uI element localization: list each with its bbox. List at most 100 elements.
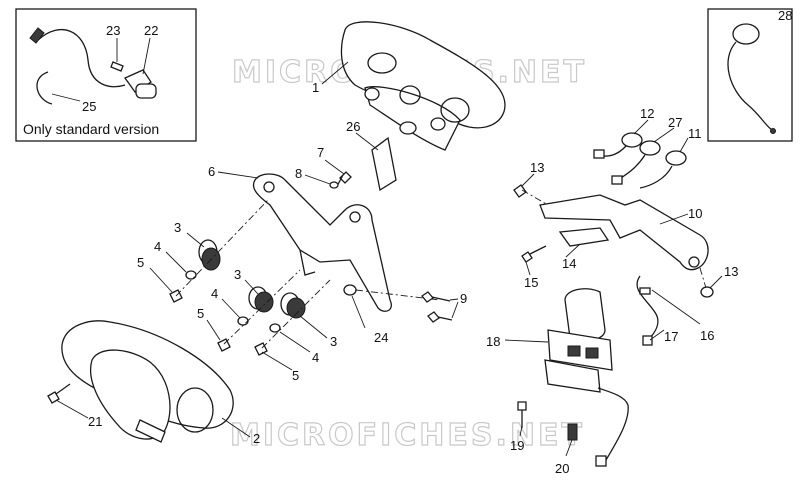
leader-12 xyxy=(633,119,649,135)
callout-5b: 5 xyxy=(197,306,204,321)
bracket-6-hole-b xyxy=(349,211,361,223)
unit-18-cable xyxy=(597,387,629,461)
leader-15 xyxy=(525,261,531,276)
housing-hole-a xyxy=(367,52,397,74)
sensor-cable xyxy=(37,29,126,88)
part-18-control-unit: 18 xyxy=(486,288,629,467)
grommet-3c-ring xyxy=(286,297,306,319)
leader-3c xyxy=(299,315,328,339)
housing-hole-c xyxy=(399,85,421,105)
callout-15: 15 xyxy=(524,275,538,290)
washer-4b xyxy=(237,316,249,326)
bulb-27 xyxy=(639,140,661,156)
callout-7: 7 xyxy=(317,145,324,160)
leader-21 xyxy=(55,399,89,419)
callout-16: 16 xyxy=(700,328,714,343)
sensor-connector xyxy=(29,27,45,44)
leader-5b xyxy=(206,319,221,341)
unit-18-terminal-b xyxy=(585,347,599,359)
housing-base xyxy=(364,86,461,151)
watermark-bottom: MICROFICHES.NET xyxy=(230,418,585,453)
inset-28-frame xyxy=(707,8,793,142)
leader-19 xyxy=(519,425,523,437)
callout-23: 23 xyxy=(106,23,120,38)
bracket-26 xyxy=(371,136,397,192)
axis-lower-right xyxy=(261,279,331,349)
callout-11: 11 xyxy=(688,126,702,141)
unit-18-top xyxy=(564,288,606,342)
bulb-11-wire xyxy=(639,165,673,189)
callout-10: 10 xyxy=(688,206,702,221)
screw-9b-shank xyxy=(437,316,453,321)
screw-15-shank xyxy=(529,245,547,255)
callout-20: 20 xyxy=(555,461,569,476)
screw-23 xyxy=(110,61,124,72)
callout-22: 22 xyxy=(144,23,158,38)
part-28-wire xyxy=(727,41,773,131)
bulb-27-plug xyxy=(611,175,623,185)
leader-13a xyxy=(521,173,535,187)
shell-lamp xyxy=(176,387,214,433)
leader-25 xyxy=(51,93,81,102)
axis-13b xyxy=(699,267,707,289)
callout-4c: 4 xyxy=(312,350,319,365)
support-10-body xyxy=(539,194,709,271)
leader-18 xyxy=(504,339,549,343)
callout-5c: 5 xyxy=(292,368,299,383)
screw-20 xyxy=(567,423,578,441)
callout-5a: 5 xyxy=(137,255,144,270)
part-11-12-27-bulbs: 12 27 11 xyxy=(593,106,702,189)
connector-17 xyxy=(642,335,653,346)
screw-19-head xyxy=(517,401,527,411)
callout-19: 19 xyxy=(510,438,524,453)
leader-4c xyxy=(279,331,311,353)
leader-13b xyxy=(709,275,723,289)
callout-9: 9 xyxy=(460,291,467,306)
inset-part-28: 28 xyxy=(707,8,793,142)
unit-18-plug xyxy=(595,455,607,467)
callout-28: 28 xyxy=(778,8,792,23)
callout-3a: 3 xyxy=(174,220,181,235)
leader-4b xyxy=(221,298,241,319)
leader-17 xyxy=(649,329,665,341)
clip-25 xyxy=(36,71,53,105)
grommet-stack-upper: 3 4 5 xyxy=(137,199,269,303)
inset-standard-version: 23 22 25 Only standard version xyxy=(15,8,197,142)
part-15-screw: 15 xyxy=(521,245,547,290)
screw-9b xyxy=(427,311,440,323)
part-6-bracket: 6 xyxy=(208,164,392,312)
leader-24 xyxy=(351,295,366,329)
leader-20 xyxy=(565,439,573,457)
leader-7 xyxy=(324,159,345,175)
axis-upper xyxy=(175,199,269,297)
callout-13a: 13 xyxy=(530,160,544,175)
callout-18: 18 xyxy=(486,334,500,349)
grommet-stack-lower-right: 3 4 5 xyxy=(254,279,337,383)
part-28-cap xyxy=(732,23,760,45)
part-28-terminal xyxy=(770,128,776,134)
callout-2: 2 xyxy=(253,431,260,446)
callout-8: 8 xyxy=(295,166,302,181)
housing-boss-a xyxy=(399,121,417,135)
part-14-plate: 14 xyxy=(558,227,610,271)
shell-tab xyxy=(135,419,166,443)
housing-hole-b xyxy=(440,97,470,123)
screw-15 xyxy=(521,251,533,263)
nut-24 xyxy=(343,284,357,296)
callout-3c: 3 xyxy=(330,334,337,349)
leader-5a xyxy=(149,267,173,293)
harness-16-clip xyxy=(639,287,651,295)
callout-4b: 4 xyxy=(211,286,218,301)
callout-26: 26 xyxy=(346,119,360,134)
shell-lens xyxy=(90,349,171,440)
leader-4a xyxy=(165,251,187,273)
leader-3a xyxy=(186,232,205,248)
callout-13b: 13 xyxy=(724,264,738,279)
callout-24: 24 xyxy=(374,330,388,345)
bracket-6-hole-a xyxy=(263,181,275,193)
part-16-17-harness: 16 17 xyxy=(636,275,714,346)
part-26-bracket: 26 xyxy=(346,119,397,192)
grommet-3b-ring xyxy=(254,291,274,313)
